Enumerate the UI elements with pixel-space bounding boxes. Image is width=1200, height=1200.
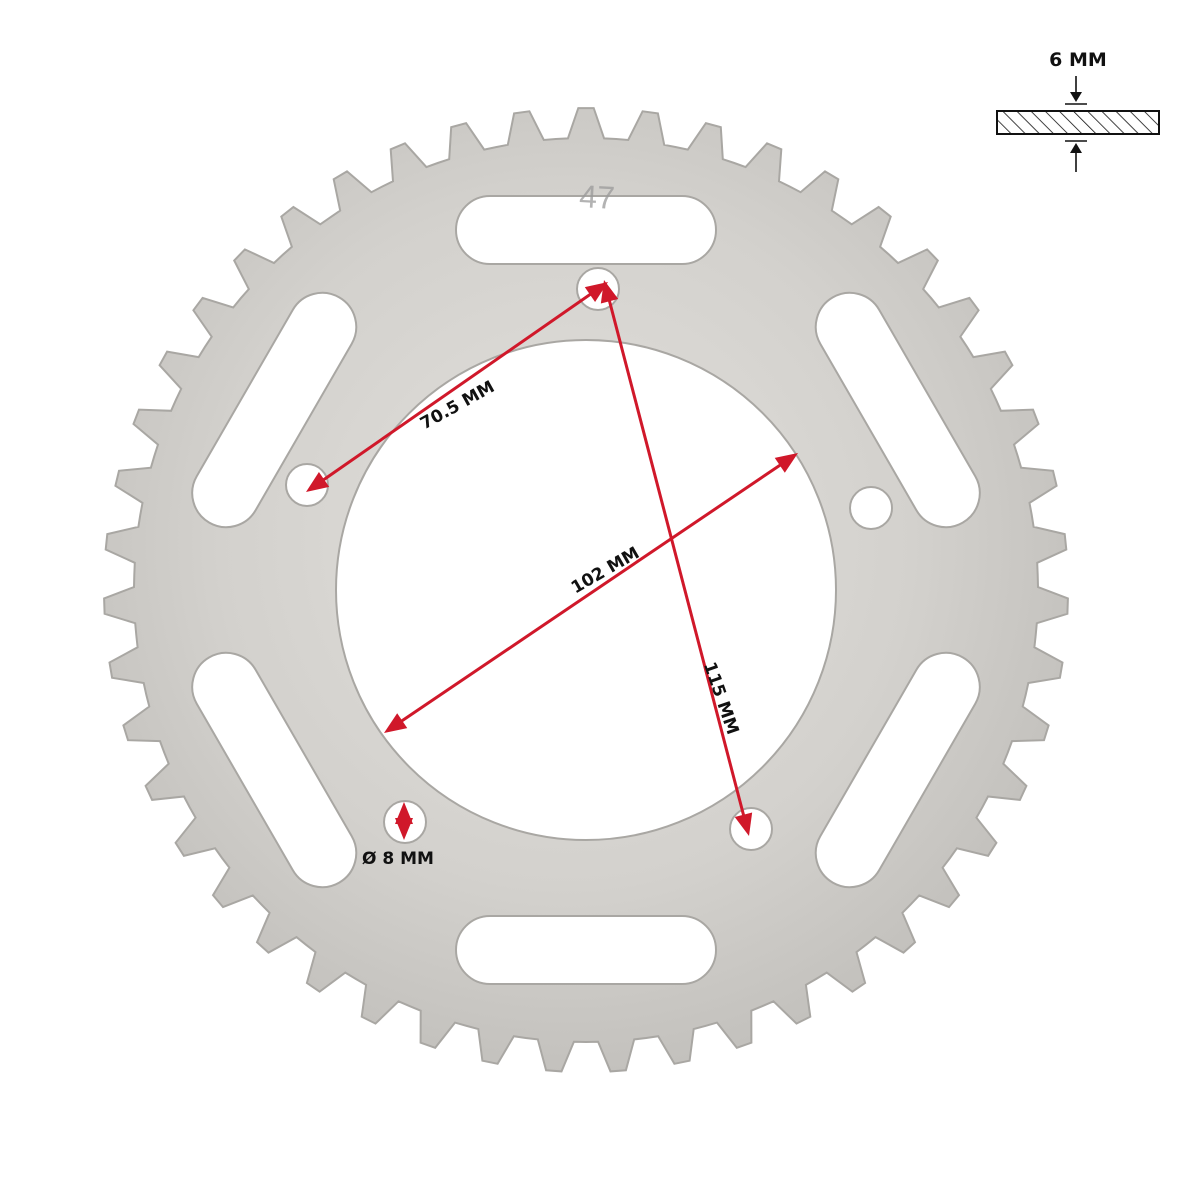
center-bore-label: 102 MM xyxy=(568,543,643,598)
bolt-circle-arrow-arrowhead-icon xyxy=(734,812,753,836)
hole-spacing-arrow-arrowhead-icon xyxy=(306,472,330,492)
sprocket: 47 xyxy=(103,107,1069,1073)
tooth-count-engraving: 47 xyxy=(578,178,615,216)
hole-diameter-label: Ø 8 MM xyxy=(362,849,434,869)
lightening-slot xyxy=(814,651,981,889)
bolt-circle-arrow-line xyxy=(606,295,747,821)
lightening-slot xyxy=(191,651,358,889)
lightening-slots xyxy=(191,195,981,985)
plate-cross-section xyxy=(996,110,1160,135)
lightening-slot xyxy=(814,291,981,529)
bolt-circle-label: 115 MM xyxy=(699,660,742,738)
thickness-arrow-top-icon xyxy=(1065,76,1087,105)
bolt-circle-arrow-arrowhead-icon xyxy=(600,280,619,304)
lightening-slot xyxy=(191,291,358,529)
hole-diameter-arrow-arrowhead-icon xyxy=(395,802,413,824)
center-bore-arrow-line xyxy=(396,460,786,726)
thickness-label: 6 MM xyxy=(1049,49,1107,71)
center-bore-arrow-arrowhead-icon xyxy=(774,453,798,473)
center-bore-arrow-arrowhead-icon xyxy=(384,713,408,733)
mounting-hole xyxy=(849,486,893,530)
thickness-inset: 6 MM xyxy=(996,49,1160,172)
lightening-slot xyxy=(455,915,717,985)
lightening-slot xyxy=(455,195,717,265)
thickness-arrow-bottom-icon xyxy=(1065,140,1087,172)
hole-spacing-arrow-line xyxy=(318,289,596,485)
hole-spacing-arrow-arrowhead-icon xyxy=(584,282,608,302)
dimension-arrows xyxy=(306,280,798,840)
